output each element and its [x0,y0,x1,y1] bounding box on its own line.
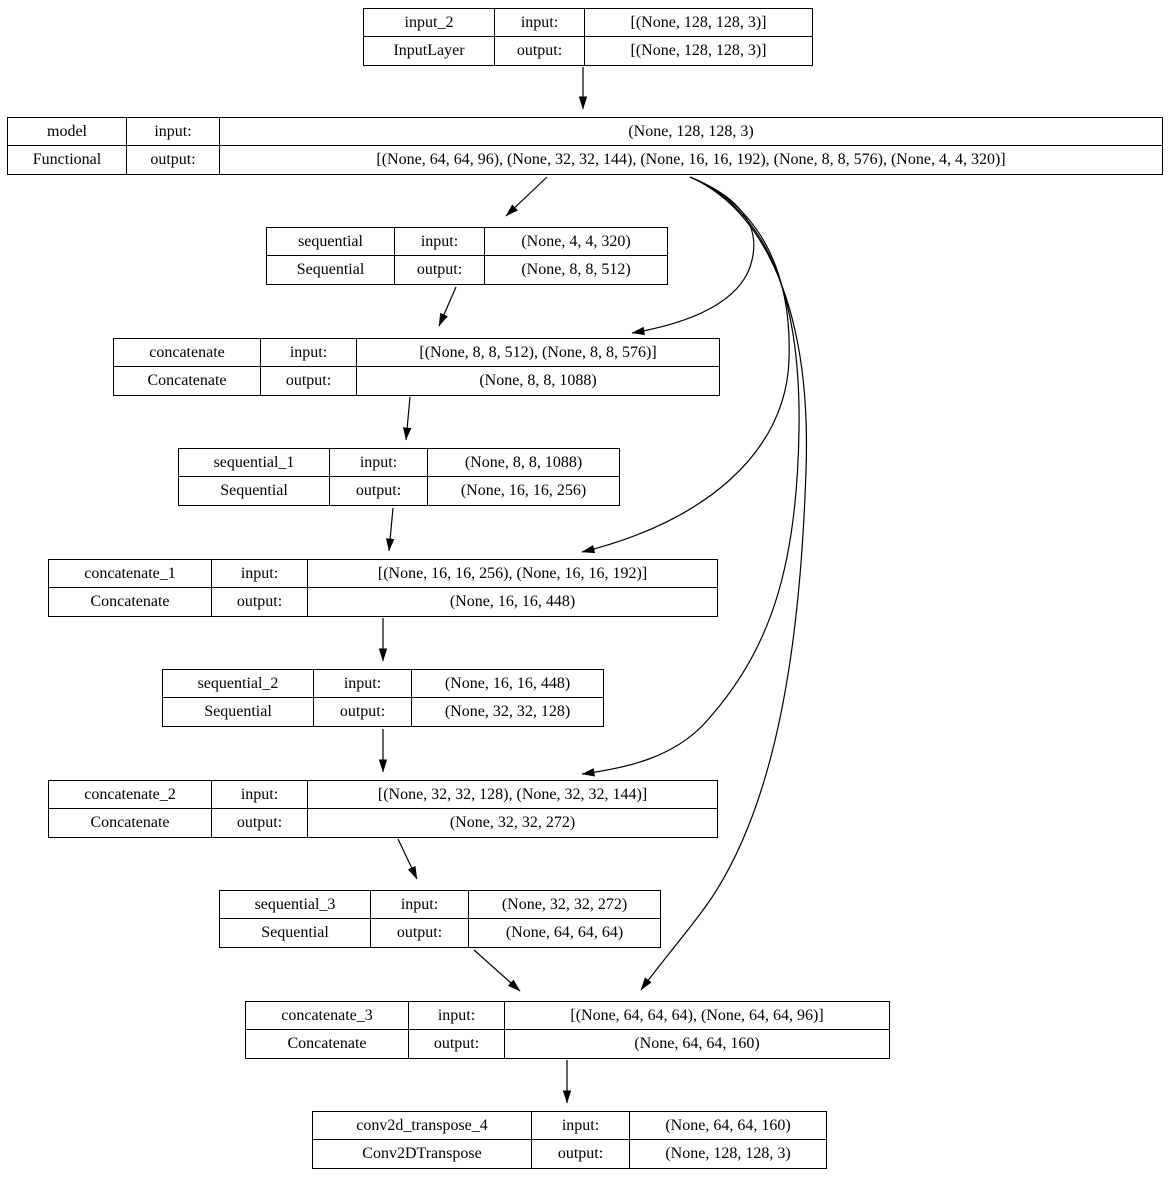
output-label-input_2: output: [494,37,584,65]
layer-name-sequential_3: sequential_3 [220,891,370,919]
input-shape-concatenate_3: [(None, 64, 64, 64), (None, 64, 64, 96)] [504,1002,889,1030]
layer-name-sequential: sequential [267,228,394,256]
output-label-sequential_1: output: [329,477,427,505]
output-label-concatenate_3: output: [408,1030,504,1058]
input-shape-sequential: (None, 4, 4, 320) [484,228,667,256]
output-label-model: output: [126,146,219,174]
output-shape-input_2: [(None, 128, 128, 3)] [584,37,812,65]
layer-name-input_2: input_2 [364,9,494,37]
layer-name-conv2d_transpose_4: conv2d_transpose_4 [313,1112,531,1140]
edge-sequential_1-to-concatenate_1 [385,507,395,552]
input-label-concatenate_2: input: [211,781,307,809]
layer-name-model: model [8,118,126,146]
input-label-concatenate_3: input: [408,1002,504,1030]
layer-type-concatenate_3: Concatenate [287,1035,367,1052]
input-label-concatenate: input: [260,339,356,367]
layer-type-sequential_2: Sequential [204,703,272,720]
layer-type-input_2: InputLayer [393,42,465,59]
output-label-concatenate: output: [260,367,356,395]
layer-name-concatenate_1: concatenate_1 [49,560,211,588]
layer-type-sequential: Sequential [296,261,365,278]
input-label-sequential_3: input: [370,891,468,919]
input-label-sequential_2: input: [313,670,411,698]
input-label-model: input: [126,118,219,146]
output-label-sequential_3: output: [370,919,468,947]
output-shape-concatenate_2: (None, 32, 32, 272) [307,809,717,837]
layer-type-model: Functional [32,151,102,168]
input-shape-sequential_2: (None, 16, 16, 448) [411,670,603,698]
output-shape-conv2d_transpose_4: (None, 128, 128, 3) [629,1140,826,1168]
output-label-sequential_2: output: [313,698,411,726]
input-shape-sequential_3: (None, 32, 32, 272) [468,891,660,919]
output-label-sequential: output: [394,256,484,284]
input-label-sequential: input: [394,228,484,256]
layer-name-sequential_2: sequential_2 [163,670,313,698]
layer-name-concatenate: concatenate [114,339,260,367]
output-shape-concatenate_3: (None, 64, 64, 160) [504,1030,889,1058]
layer-type-concatenate_1: Concatenate [90,593,170,610]
layer-type-sequential_3: Sequential [261,924,329,941]
input-label-input_2: input: [494,9,584,37]
edge-sequential_3-to-concatenate_3 [473,949,521,992]
output-shape-sequential_1: (None, 16, 16, 256) [427,477,619,505]
input-shape-input_2: [(None, 128, 128, 3)] [584,9,812,37]
input-shape-concatenate_1: [(None, 16, 16, 256), (None, 16, 16, 192… [307,560,717,588]
input-shape-sequential_1: (None, 8, 8, 1088) [427,449,619,477]
input-label-conv2d_transpose_4: input: [531,1112,629,1140]
output-shape-concatenate: (None, 8, 8, 1088) [356,367,719,395]
input-label-sequential_1: input: [329,449,427,477]
layer-type-sequential_1: Sequential [220,482,288,499]
output-label-conv2d_transpose_4: output: [531,1140,629,1168]
layer-name-concatenate_2: concatenate_2 [49,781,211,809]
input-shape-conv2d_transpose_4: (None, 64, 64, 160) [629,1112,826,1140]
layer-type-conv2d_transpose_4: Conv2DTranspose [362,1145,482,1162]
output-label-concatenate_1: output: [211,588,307,616]
layer-type-concatenate_2: Concatenate [90,814,170,831]
output-label-concatenate_2: output: [211,809,307,837]
output-shape-sequential_3: (None, 64, 64, 64) [468,919,660,947]
edge-model-to-sequential [505,176,548,217]
input-label-concatenate_1: input: [211,560,307,588]
input-shape-model: (None, 128, 128, 3) [219,118,1162,146]
input-shape-concatenate_2: [(None, 32, 32, 128), (None, 32, 32, 144… [307,781,717,809]
edge-concatenate_2-to-sequential_3 [397,838,418,880]
edge-concatenate-to-sequential_1 [402,396,412,441]
input-shape-concatenate: [(None, 8, 8, 512), (None, 8, 8, 576)] [356,339,719,367]
output-shape-sequential_2: (None, 32, 32, 128) [411,698,603,726]
layer-name-sequential_1: sequential_1 [179,449,329,477]
output-shape-concatenate_1: (None, 16, 16, 448) [307,588,717,616]
output-shape-model: [(None, 64, 64, 96), (None, 32, 32, 144)… [219,146,1162,174]
output-shape-sequential: (None, 8, 8, 512) [484,256,667,284]
layer-name-concatenate_3: concatenate_3 [246,1002,408,1030]
edge-sequential-to-concatenate [438,286,457,327]
layer-type-concatenate: Concatenate [147,372,227,389]
